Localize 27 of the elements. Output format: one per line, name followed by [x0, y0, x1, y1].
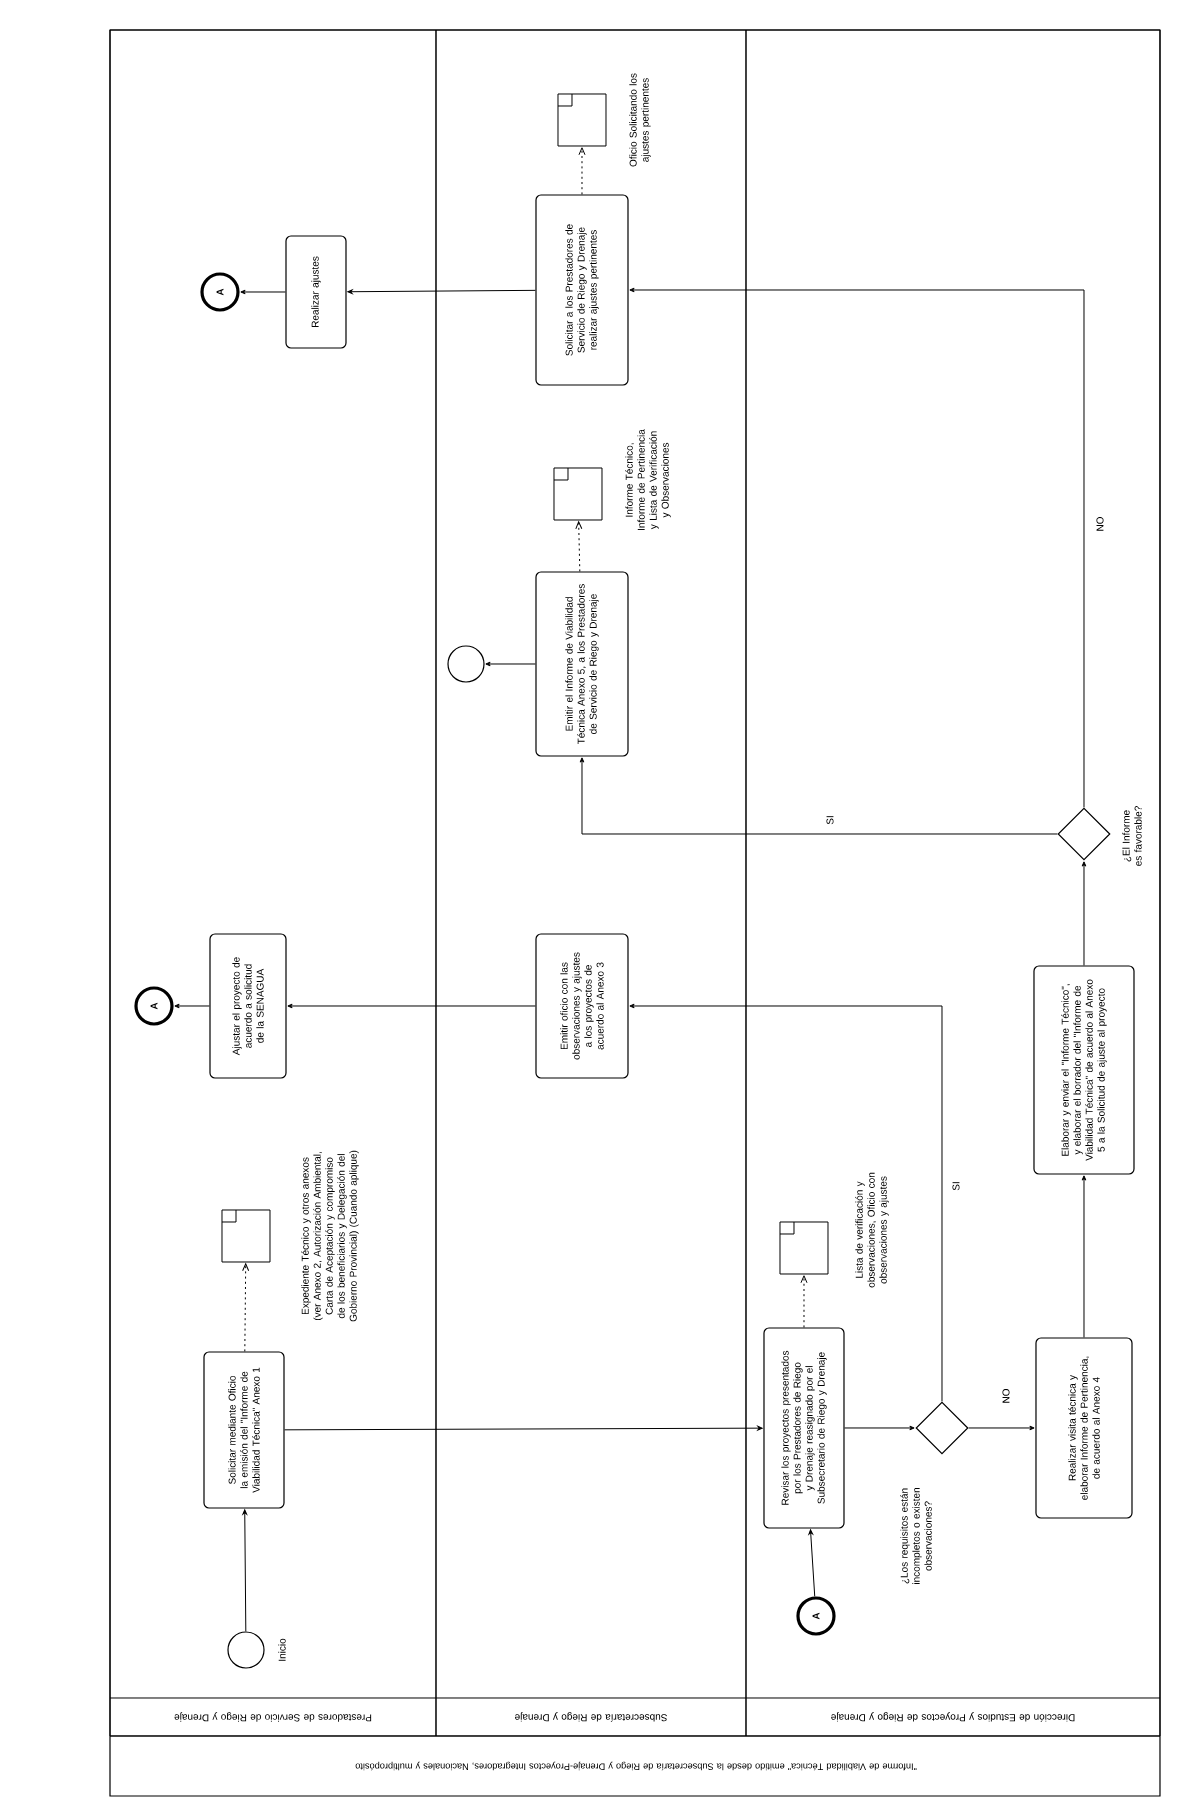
document-icon [221, 1209, 271, 1263]
arrow [629, 287, 1085, 808]
decision-diamond [1057, 807, 1111, 861]
association-line [242, 1263, 250, 1352]
arrow [174, 1003, 210, 1009]
association-line [800, 1275, 808, 1328]
arrow [629, 1003, 943, 1402]
association-line [575, 521, 583, 572]
arrow [808, 1529, 816, 1597]
arrow [1081, 861, 1087, 966]
arrow [287, 1003, 536, 1009]
event-circle [447, 645, 485, 683]
document-icon [553, 467, 603, 521]
event-circle [227, 1631, 265, 1669]
decision-diamond [915, 1401, 969, 1455]
arrow [968, 1425, 1035, 1431]
arrow [1081, 1175, 1087, 1338]
arrow [844, 1425, 915, 1431]
document-icon [779, 1221, 829, 1275]
document-icon [557, 93, 607, 147]
arrow [347, 289, 536, 295]
arrow [240, 289, 286, 295]
arrow [485, 661, 536, 667]
arrow [579, 757, 1058, 835]
arrow [284, 1425, 763, 1431]
association-line [578, 147, 586, 195]
arrow [242, 1509, 248, 1632]
